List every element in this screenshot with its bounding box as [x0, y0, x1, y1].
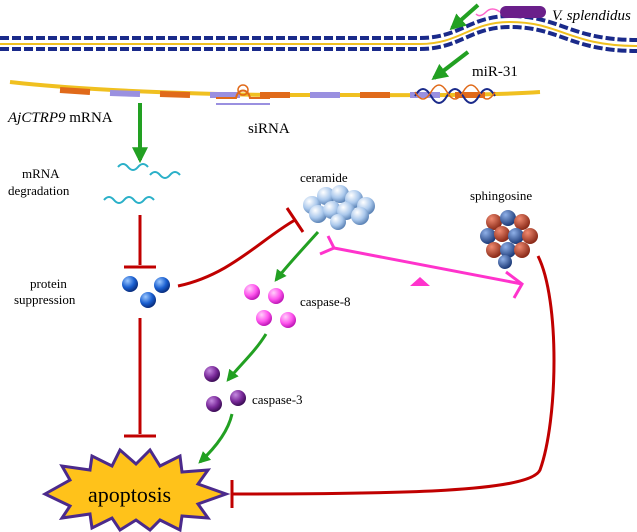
gene-suffix: mRNA — [66, 110, 113, 126]
mirna-label: miR-31 — [472, 64, 518, 80]
arrow-dna-to-mirna — [431, 50, 470, 80]
sphingosine-cluster-icon — [480, 210, 538, 269]
caspase3-label: caspase-3 — [252, 392, 303, 407]
rheostat-balance — [319, 235, 524, 299]
inhibit-protein-to-apoptosis — [124, 318, 156, 438]
mrna-strand — [9, 80, 541, 98]
protein-spheres-icon — [122, 276, 170, 308]
inhibit-sphingosine-to-apoptosis — [230, 255, 556, 508]
arrow-pathogen-to-dna — [449, 3, 480, 31]
apoptosis-label: apoptosis — [88, 482, 171, 507]
pathogen-label: V. splendidus — [552, 8, 631, 24]
arrow-caspase8-to-caspase3 — [226, 333, 268, 382]
dna-double-strand — [0, 13, 637, 53]
inhibit-degradation-to-protein — [124, 215, 156, 269]
inhibit-protein-to-ceramide — [177, 207, 305, 288]
protein-suppression-label-line1: protein — [30, 276, 67, 291]
sphingosine-label: sphingosine — [470, 188, 532, 203]
mrna-degradation-label-line2: degradation — [8, 183, 70, 198]
protein-suppression-label-line2: suppression — [14, 292, 76, 307]
arrow-caspase3-to-apoptosis — [198, 413, 234, 464]
ceramide-label: ceramide — [300, 170, 348, 185]
caspase8-spheres-icon — [244, 284, 296, 328]
ceramide-cluster-icon — [303, 185, 375, 230]
degraded-mrna-fragments-icon — [103, 163, 181, 204]
gene-mrna-label: AjCTRP9 mRNA — [7, 110, 113, 126]
gene-name: AjCTRP9 — [7, 110, 66, 126]
sirna-label: siRNA — [248, 121, 290, 137]
sirna-hairpin-icon — [216, 84, 270, 105]
arrow-ceramide-to-caspase8 — [274, 230, 320, 282]
apoptosis-burst — [41, 447, 231, 532]
mirna-duplex-icon — [414, 84, 496, 104]
caspase3-spheres-icon — [204, 366, 246, 412]
vibrio-bacterium-icon — [475, 6, 546, 18]
caspase8-label: caspase-8 — [300, 294, 351, 309]
mrna-degradation-label-line1: mRNA — [22, 166, 60, 181]
